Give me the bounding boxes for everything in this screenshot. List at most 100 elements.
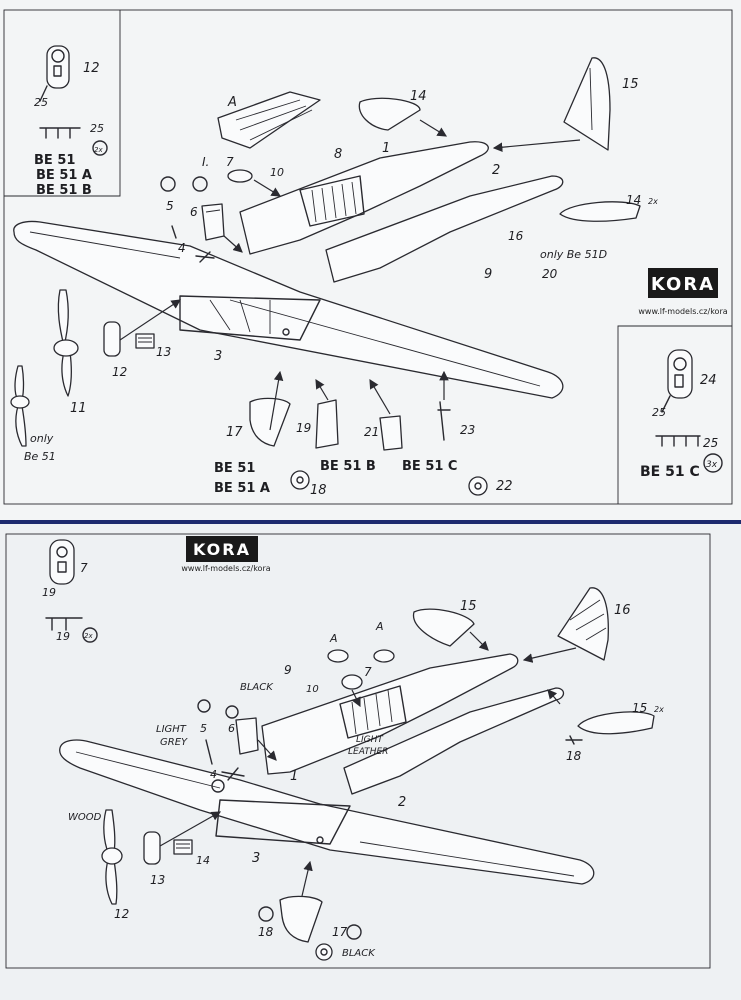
wheel-top	[468, 476, 488, 496]
fuselage-top	[239, 141, 564, 283]
variant-label: BE 51 A	[36, 168, 92, 183]
variant-label: BE 51 B	[320, 459, 376, 474]
part-number: 22	[496, 479, 513, 494]
part-number: 25	[703, 436, 718, 450]
inset-right-panel	[655, 349, 723, 473]
tailplane-left-top	[358, 97, 421, 131]
inset-box-right	[617, 325, 732, 504]
note-only: only Be 51D	[540, 248, 607, 261]
part-number: 13	[150, 873, 165, 887]
fuselage-bottom	[261, 653, 565, 795]
part-number: 16	[614, 603, 631, 618]
gear-leg-c-top	[369, 378, 403, 451]
part-number: 6	[190, 205, 198, 219]
instrument-panel-top	[103, 299, 181, 357]
kora-logo	[186, 536, 258, 562]
multiplier-circle	[192, 176, 208, 192]
tailplane-left-bottom	[413, 608, 489, 651]
part-number: 15	[460, 599, 477, 614]
letter-label: A	[329, 632, 338, 645]
assembly-arrow	[419, 119, 448, 137]
wing-bottom	[59, 739, 595, 885]
wheel-bottom	[315, 943, 333, 961]
variant-label: BE 51 A	[214, 481, 270, 496]
part-number: 25	[34, 96, 48, 109]
part-number: 12	[112, 365, 127, 379]
part-number: 21	[364, 425, 379, 439]
variant-label: BE 51	[34, 153, 75, 168]
part-number: 17	[332, 925, 348, 939]
paint-label: WOOD	[68, 812, 102, 823]
radio-top	[135, 333, 155, 349]
paint-label: LIGHT	[356, 735, 384, 745]
multiplier-circle	[160, 176, 176, 192]
multiplier-badge: 2x	[654, 705, 664, 714]
seat-bottom	[235, 717, 277, 761]
variant-label: BE 51 C	[640, 464, 700, 480]
multiplier-badge: 3x	[706, 460, 718, 470]
part-number: 9	[284, 663, 292, 677]
tail-wheel-bottom	[547, 689, 583, 745]
variant-label: BE 51	[214, 461, 255, 476]
inset-box-left	[4, 10, 121, 197]
multiplier-circle	[197, 699, 211, 713]
part-number: 7	[364, 665, 372, 679]
kora-logo-text: KORA	[193, 540, 251, 559]
part-number: 1	[382, 141, 390, 156]
part-number: 12	[83, 61, 100, 76]
paint-label: BLACK	[240, 682, 274, 693]
seat-top	[201, 203, 225, 241]
part-number: 1	[290, 769, 298, 784]
part-number: 10	[270, 166, 284, 179]
part-number: 15	[632, 701, 647, 715]
part-number: 3	[214, 349, 222, 364]
part-number: 19	[56, 630, 70, 643]
inset-left-panel	[39, 45, 108, 156]
control-stick	[171, 225, 177, 239]
part-number: 3	[252, 851, 260, 866]
multiplier-badge: 2x	[94, 146, 103, 154]
rudder-bottom	[522, 587, 609, 663]
part-number: 14	[410, 89, 427, 104]
part-number: 14	[626, 193, 641, 207]
multiplier-circle	[346, 924, 362, 940]
canopy-bottom	[327, 649, 395, 708]
wing-top	[13, 220, 564, 399]
bottom-frame	[5, 533, 711, 969]
assembly-arrow	[253, 179, 282, 197]
part-number: 24	[700, 373, 717, 388]
part-number: 17	[226, 425, 243, 440]
paint-label: LIGHT	[156, 724, 187, 735]
wheel-fairing-b-top	[315, 378, 339, 449]
rudder-pedals-bottom	[211, 767, 245, 793]
part-number: 25	[90, 122, 104, 135]
tailplane-right-top	[559, 201, 641, 222]
propeller-bottom	[101, 809, 123, 905]
part-number: 5	[200, 722, 207, 735]
wheel-fairing-top	[249, 370, 291, 447]
windscreen-top	[227, 169, 253, 183]
wheel-top	[290, 470, 310, 490]
part-number: 2	[492, 163, 500, 178]
part-number: 13	[156, 345, 171, 359]
rudder-pedals-top	[195, 251, 215, 263]
part-number: 4	[210, 768, 217, 781]
assembly-arrow	[492, 139, 581, 153]
wheel-fairing-bottom	[279, 860, 323, 943]
part-number: 18	[258, 925, 274, 939]
assembly-arrow	[223, 235, 243, 253]
part-number: 23	[460, 423, 475, 437]
propeller-top-main	[53, 289, 79, 397]
part-number: 12	[114, 907, 129, 921]
part-number: 18	[310, 483, 327, 498]
part-number: 9	[484, 267, 492, 282]
propeller-top-alt	[10, 365, 30, 447]
sheet-divider	[0, 520, 741, 526]
brand-url: www.lf-models.cz/kora	[638, 307, 727, 316]
paint-label: LEATHER	[348, 747, 388, 757]
letter-label: A	[375, 620, 384, 633]
part-number: 8	[334, 147, 342, 162]
part-number: 5	[166, 199, 174, 213]
part-number: 14	[196, 854, 210, 867]
